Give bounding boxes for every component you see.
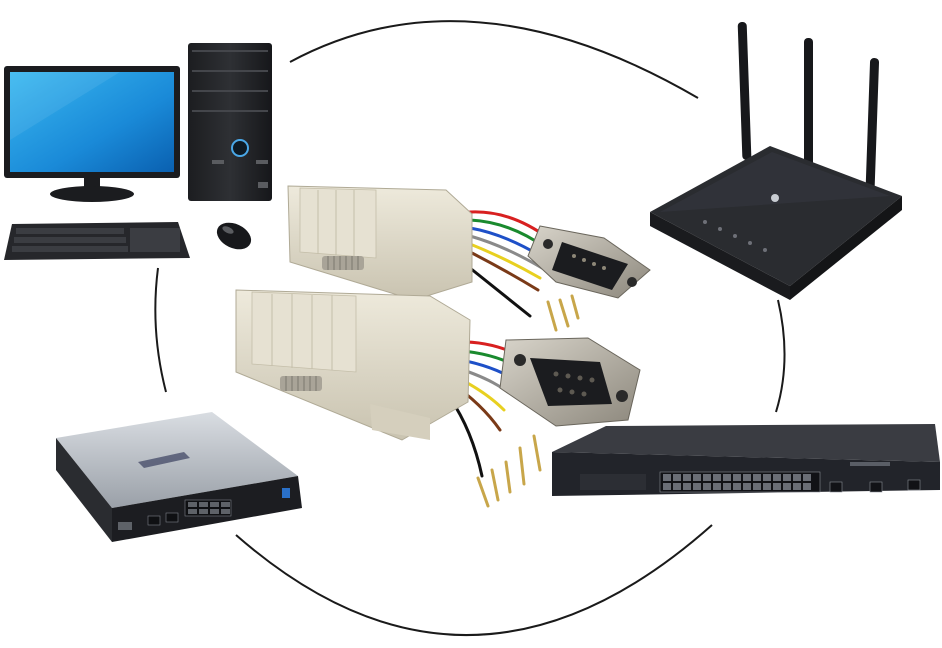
monitor-stand	[50, 186, 134, 202]
power-button-icon	[231, 139, 249, 157]
pc-tower	[188, 43, 272, 201]
antenna-1	[737, 22, 752, 160]
db9-female-connector	[499, 337, 641, 427]
router-logo-icon	[771, 194, 779, 202]
adapter-bottom	[235, 289, 471, 441]
desktop-computer	[4, 43, 272, 260]
mouse	[216, 222, 252, 250]
monitor-screen	[10, 72, 174, 172]
antenna-3	[865, 58, 880, 196]
thumb-screw-top	[322, 256, 364, 270]
wireless-router	[650, 22, 902, 300]
connection-ring	[154, 20, 786, 637]
cable-router	[56, 412, 302, 542]
thumb-screw-bottom	[280, 376, 322, 391]
antenna-2	[804, 38, 813, 176]
network-switch	[552, 424, 940, 496]
db9-male-connector	[527, 225, 651, 299]
adapter-top	[287, 185, 473, 301]
db9-rj45-adapters	[235, 185, 651, 508]
